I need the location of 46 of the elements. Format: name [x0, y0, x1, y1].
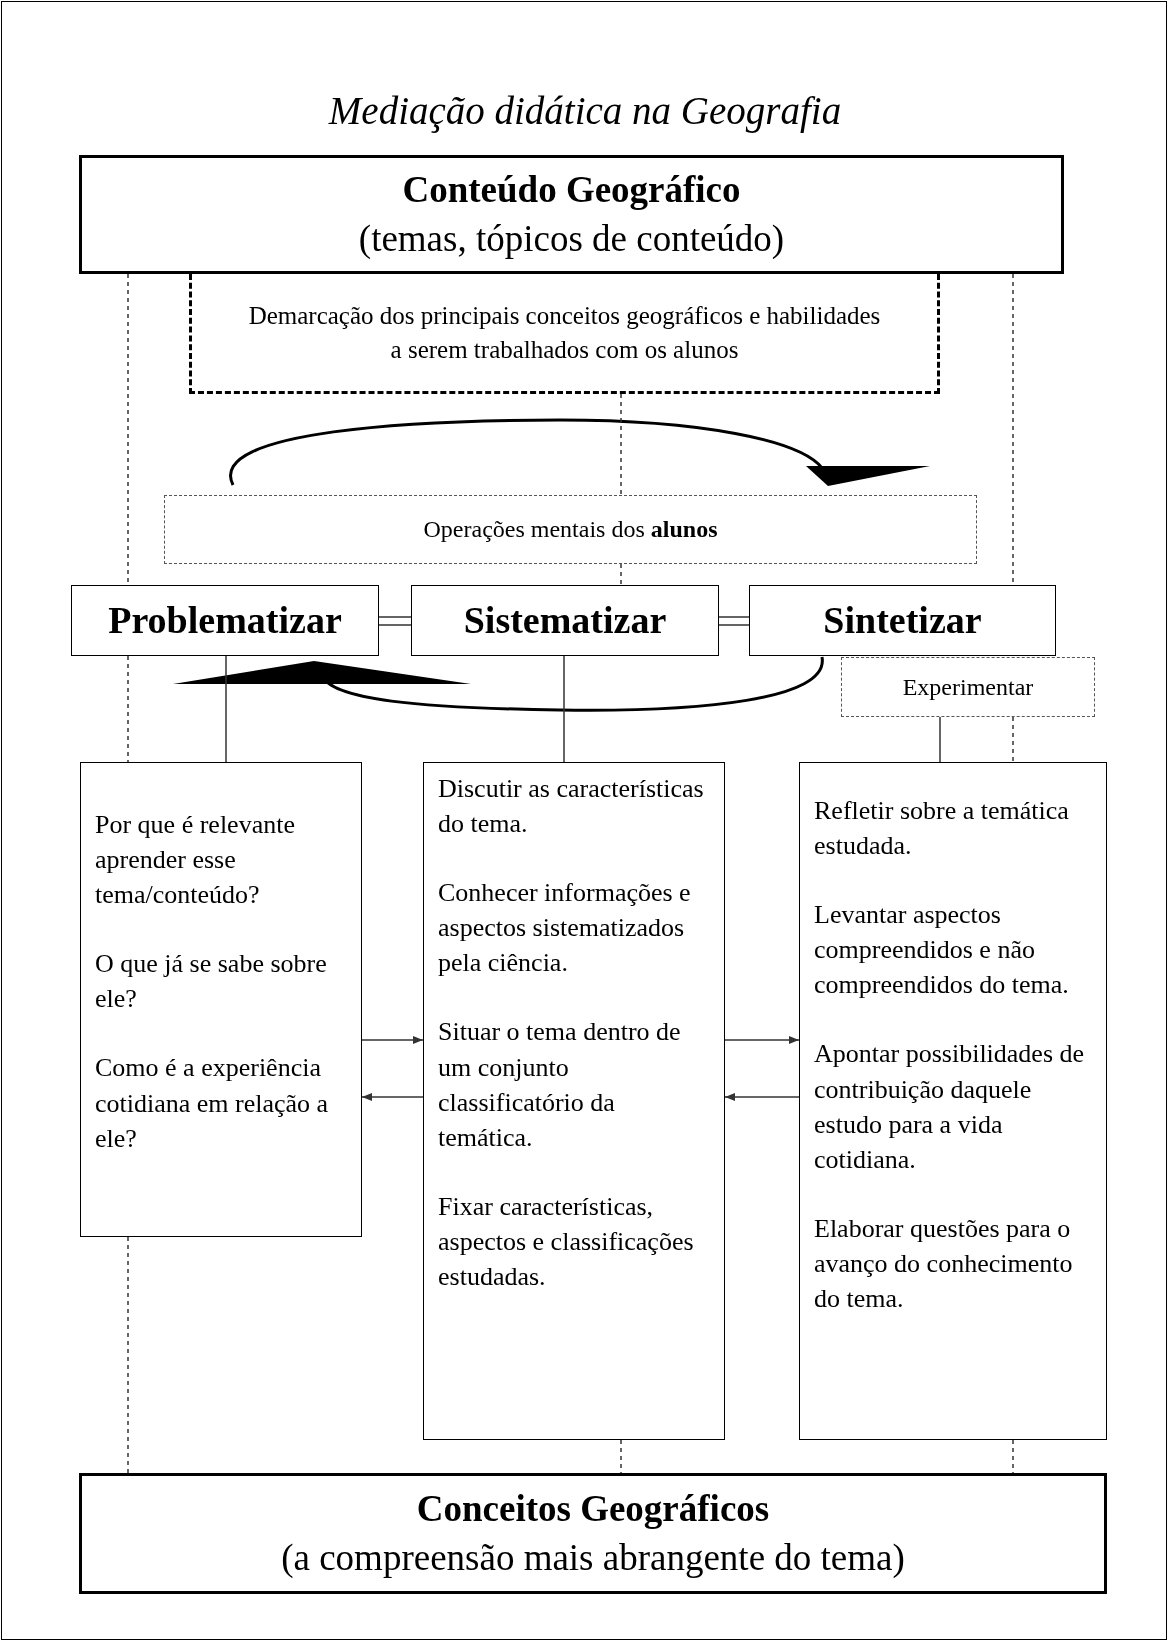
- connector: [563, 655, 565, 763]
- box-subheading: (temas, tópicos de conteúdo): [358, 216, 785, 261]
- paragraph: Por que é relevante aprender esse tema/conteúdo?: [95, 809, 296, 912]
- paragraph: Apontar possibilidades de contribuição daquele estudo para a vida cotidiana.: [814, 1038, 1086, 1176]
- connector: [724, 1093, 800, 1101]
- dotted-box: [164, 495, 977, 564]
- box-heading: Conceitos Geográficos: [416, 1487, 770, 1532]
- connector: [127, 1236, 129, 1474]
- paragraph: Discutir as características do tema.: [438, 773, 705, 841]
- connector: [1012, 716, 1014, 763]
- paragraph: Fixar características, aspectos e classificações estudadas.: [438, 1190, 695, 1294]
- connector: [361, 1093, 424, 1101]
- dashed-box: [189, 274, 940, 394]
- paragraph: Elaborar questões para o avanço do conhecimento do tema.: [814, 1212, 1074, 1316]
- box-heading: Conteúdo Geográfico: [402, 168, 741, 213]
- title-box: [79, 1473, 1107, 1594]
- box-label: Experimentar: [902, 672, 1034, 702]
- text-box: [799, 762, 1107, 1440]
- connector: [724, 1036, 800, 1044]
- connector: [939, 716, 941, 763]
- step-box: [411, 585, 719, 656]
- connector: [361, 1036, 424, 1044]
- connector: [127, 655, 129, 763]
- step-label: Sistematizar: [463, 597, 667, 643]
- step-label: Problematizar: [108, 597, 342, 643]
- paragraph: Refletir sobre a temática estudada.: [814, 795, 1070, 863]
- paragraph: Levantar aspectos compreendidos e não compreendidos do tema.: [814, 899, 1070, 1002]
- box-label: Demarcação dos principais conceitos geográficos e habilidades a serem trabalhados com os alunos: [247, 300, 882, 365]
- paragraph: Situar o tema dentro de um conjunto classificatório da temática.: [438, 1016, 682, 1154]
- title-box: [79, 155, 1064, 274]
- connector: [718, 616, 750, 626]
- box-subheading: (a compreensão mais abrangente do tema): [281, 1535, 905, 1580]
- text-box: [80, 762, 362, 1237]
- connector: [620, 393, 622, 496]
- step-box: [749, 585, 1056, 656]
- step-box: [71, 585, 379, 656]
- diagram-title: Mediação didática na Geografia: [328, 88, 842, 133]
- paragraph: O que já se sabe sobre ele?: [95, 948, 328, 1016]
- dotted-box: [841, 657, 1095, 717]
- paragraph: Como é a experiência cotidiana em relação a ele?: [95, 1052, 330, 1155]
- connector: [620, 563, 622, 586]
- paragraph: Conhecer informações e aspectos sistematizados pela ciência.: [438, 877, 692, 980]
- step-label: Sintetizar: [823, 597, 982, 643]
- connector: [378, 616, 412, 626]
- box-label: Operações mentais dos alunos: [423, 515, 718, 544]
- text-box: [423, 762, 725, 1440]
